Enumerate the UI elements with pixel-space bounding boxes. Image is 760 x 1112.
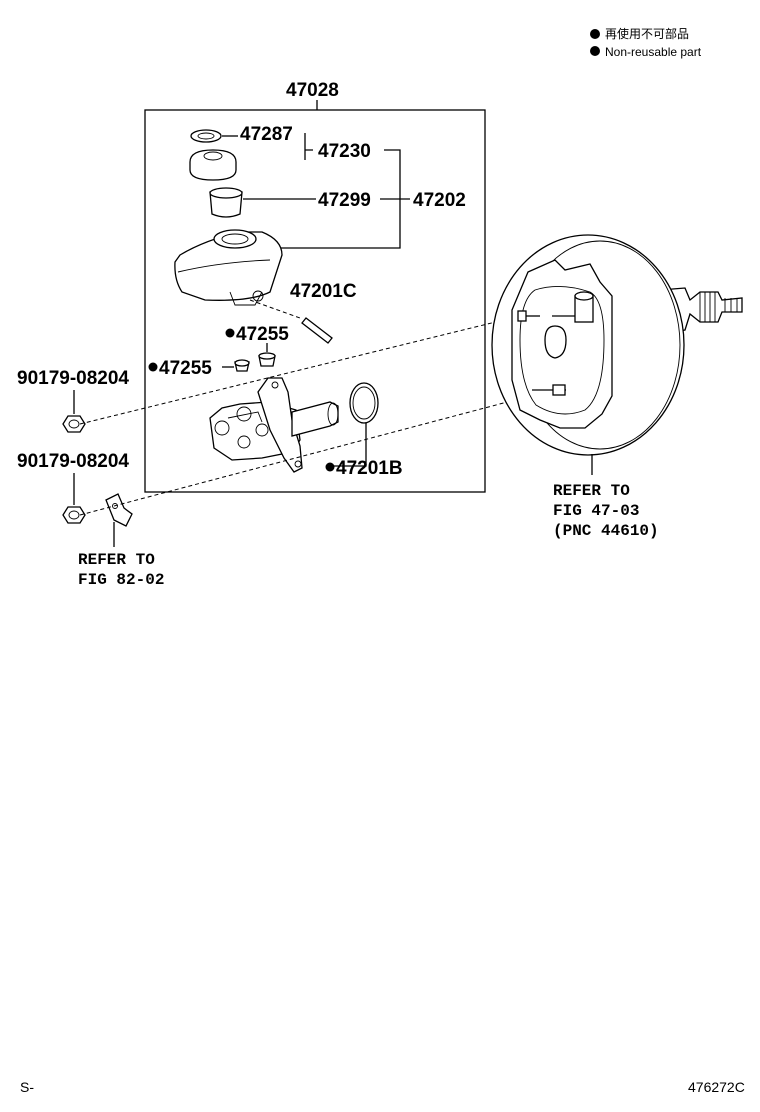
o-ring-47201B: 47201B [325, 382, 403, 479]
part-47201B-label: 47201B [336, 458, 403, 479]
legend-jp: 再使用不可部品 [605, 26, 689, 41]
reservoir-cap-part [189, 149, 237, 181]
part-47287-label: 47287 [240, 124, 293, 145]
part-47202-label: 47202 [413, 190, 466, 211]
part-47028-label: 47028 [286, 80, 339, 101]
bolt-b-label: 90179-08204 [17, 451, 129, 472]
filter-ring-part [190, 129, 222, 143]
bolt-a-label: 90179-08204 [17, 368, 129, 389]
grommets: 47255 47255 [148, 324, 289, 379]
footer-left: S- [20, 1079, 34, 1095]
booster-ref-line1: REFER TO [553, 482, 630, 500]
alignment-lines [79, 315, 531, 516]
pin-47201C: 47201C [290, 281, 357, 344]
bracket-ref-line2: FIG 82-02 [78, 571, 164, 589]
part-47230-label: 47230 [318, 141, 371, 162]
legend: 再使用不可部品 Non-reusable part [590, 26, 702, 59]
bracket: REFER TO FIG 82-02 [78, 493, 164, 589]
strainer-part [209, 191, 243, 218]
brake-booster: REFER TO FIG 47-03 (PNC 44610) [491, 234, 743, 540]
part-47201C-label: 47201C [290, 281, 357, 302]
assembly-box: 47028 [144, 80, 486, 493]
footer-right: 476272C [688, 1079, 745, 1095]
reservoir-tank [174, 229, 301, 319]
reservoir-cap-group: 47287 47230 47299 47202 [189, 124, 466, 249]
part-47299-label: 47299 [318, 190, 371, 211]
master-cylinder-body [209, 377, 339, 473]
bolts: 90179-08204 90179-08204 [17, 368, 129, 524]
part-47255-b-label: 47255 [159, 358, 212, 379]
legend-en: Non-reusable part [605, 45, 702, 59]
booster-ref-line3: (PNC 44610) [553, 522, 659, 540]
booster-ref-line2: FIG 47-03 [553, 502, 639, 520]
part-47255-a-label: 47255 [236, 324, 289, 345]
bracket-ref-line1: REFER TO [78, 551, 155, 569]
